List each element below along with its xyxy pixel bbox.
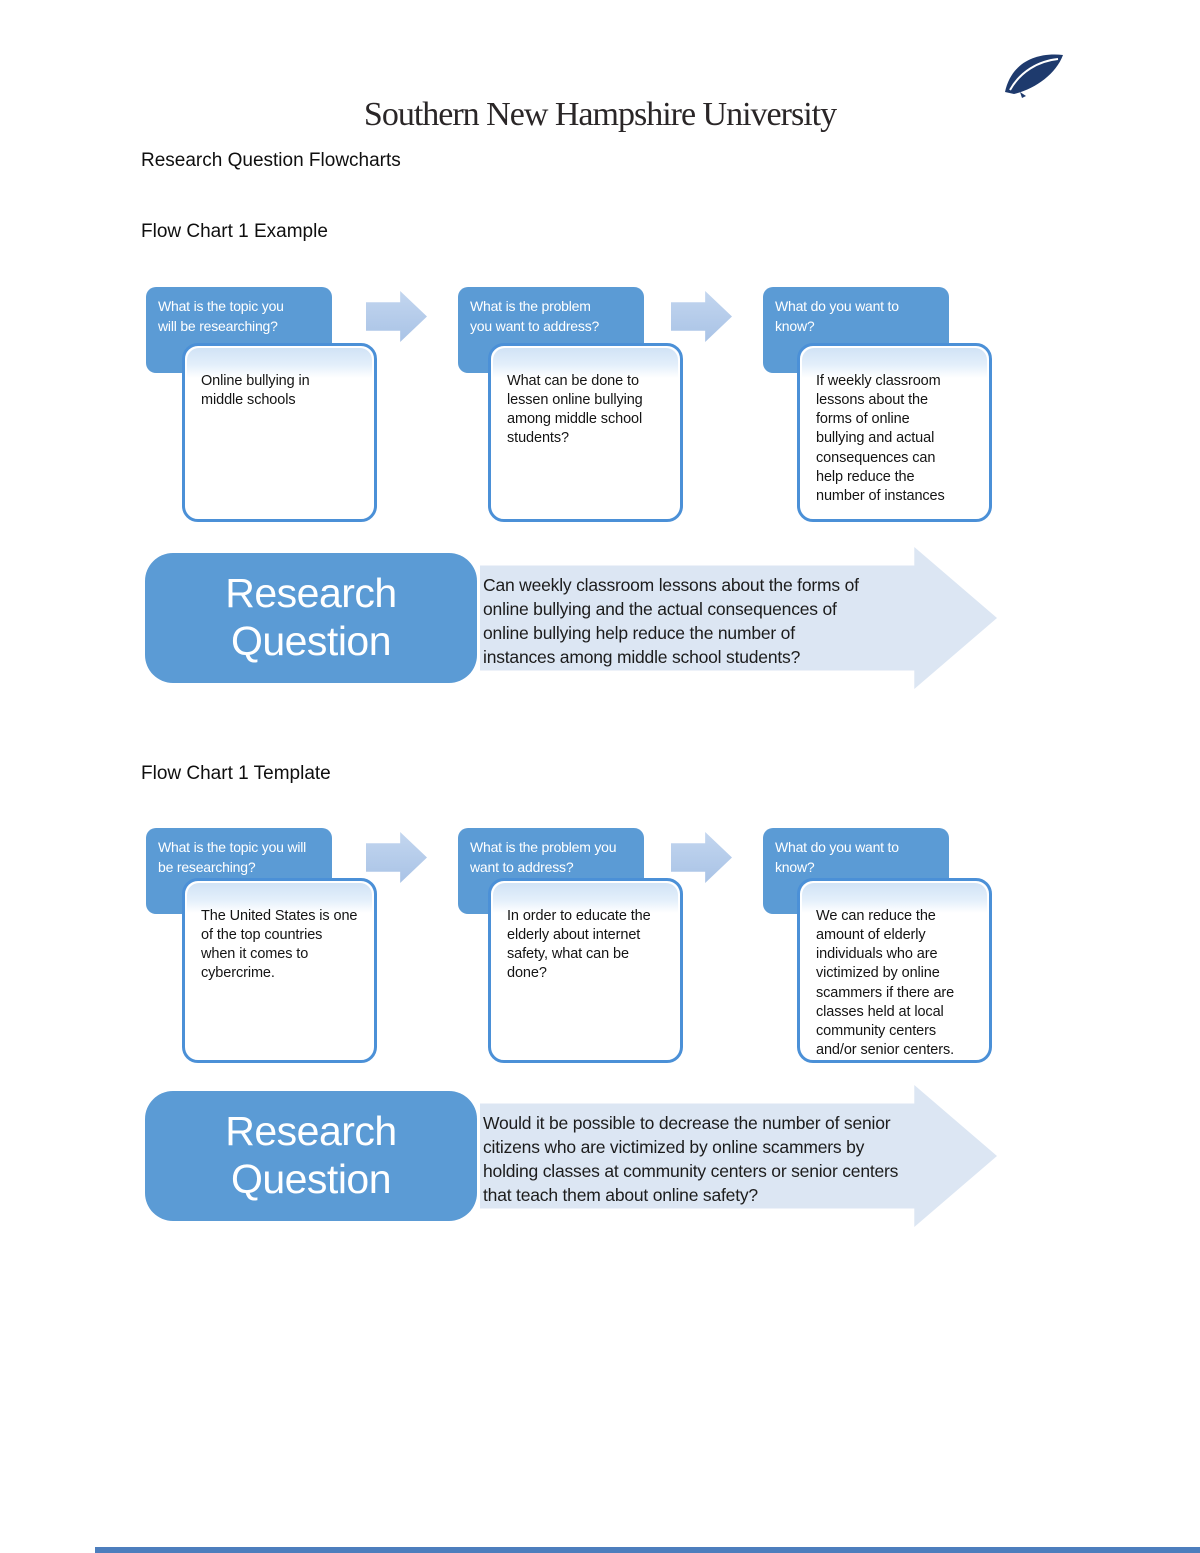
answer-text: What can be done to lessen online bullyi…: [507, 373, 643, 447]
flowchart-template: What is the topic you will be researchin…: [0, 828, 1200, 1078]
section-heading-template: Flow Chart 1 Template: [141, 763, 331, 784]
answer-text: Online bullying in middle schools: [201, 373, 310, 409]
callout-header-band: [493, 883, 678, 913]
university-logo-text: Southern New Hampshire University: [363, 96, 837, 133]
answer-callout-problem: In order to educate the elderly about in…: [488, 878, 683, 1063]
answer-callout-topic: Online bullying in middle schools: [182, 343, 377, 522]
research-question-box: Research Question: [145, 553, 477, 683]
flow-arrow-icon: [366, 832, 427, 883]
question-box-topic: What is the topic you will be researchin…: [146, 287, 332, 373]
research-question-text: Would it be possible to decrease the num…: [483, 1113, 899, 1205]
callout-header-band: [187, 883, 372, 913]
research-question-row-template: Research Question Would it be possible t…: [145, 1085, 1005, 1227]
research-question-box: Research Question: [145, 1091, 477, 1221]
research-question-arrow-icon: [480, 1085, 997, 1227]
answer-callout-topic: The United States is one of the top coun…: [182, 878, 377, 1063]
answer-callout-problem: What can be done to lessen online bullyi…: [488, 343, 683, 522]
research-question-label: Research Question: [225, 570, 397, 664]
research-question-row-example: Research Question Can weekly classroom l…: [145, 547, 1005, 689]
answer-text: The United States is one of the top coun…: [201, 908, 358, 982]
flowchart-example: What is the topic you will be researchin…: [0, 287, 1200, 537]
answer-callout-know: If weekly classroom lessons about the fo…: [797, 343, 992, 522]
callout-header-band: [493, 348, 678, 378]
snhu-leaf-icon: [1004, 54, 1063, 98]
research-question-label: Research Question: [225, 1108, 397, 1202]
flow-arrow-icon: [671, 832, 732, 883]
callout-header-band: [802, 883, 987, 913]
flow-arrow-icon: [671, 291, 732, 342]
callout-header-band: [802, 348, 987, 378]
answer-text: If weekly classroom lessons about the fo…: [816, 373, 945, 504]
university-logo: Southern New Hampshire University: [0, 52, 1200, 133]
answer-text: In order to educate the elderly about in…: [507, 908, 651, 982]
research-question-arrow-icon: [480, 547, 997, 689]
callout-header-band: [187, 348, 372, 378]
section-heading-example: Flow Chart 1 Example: [141, 221, 328, 242]
research-question-text: Can weekly classroom lessons about the f…: [483, 575, 859, 667]
flow-arrow-icon: [366, 291, 427, 342]
answer-callout-know: We can reduce the amount of elderly indi…: [797, 878, 992, 1063]
page-bottom-bar: [95, 1547, 1200, 1553]
answer-text: We can reduce the amount of elderly indi…: [816, 908, 955, 1058]
page-title: Research Question Flowcharts: [141, 150, 401, 171]
